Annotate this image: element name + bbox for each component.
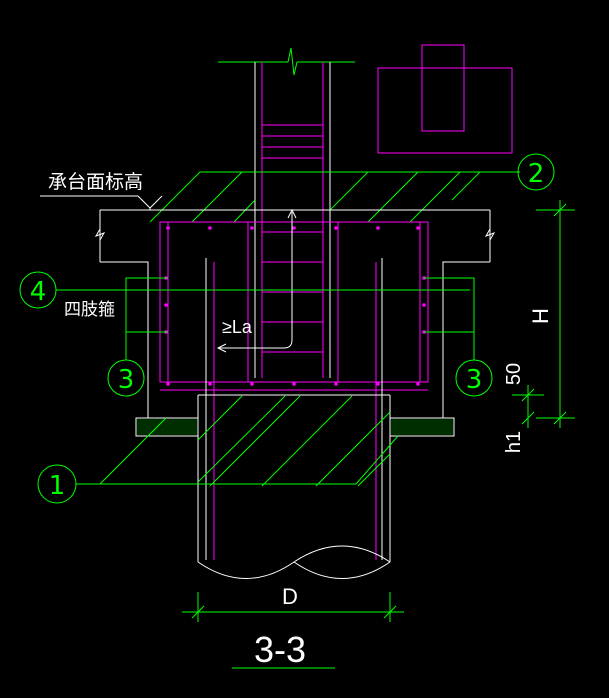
bubble-3-right-number: 3 bbox=[466, 365, 483, 395]
column-top-break bbox=[218, 47, 355, 76]
four-leg-stirrup-label: 四肢箍 bbox=[64, 300, 115, 319]
cap-top-line bbox=[94, 209, 496, 418]
ground-hatch bbox=[149, 171, 520, 223]
h1-label: h1 bbox=[503, 431, 525, 453]
offset-50-label: 50 bbox=[503, 363, 525, 385]
callout-bubble-3-left: 3 bbox=[107, 277, 168, 397]
section-title: 3-3 bbox=[232, 629, 335, 670]
dimension-H: H bbox=[528, 200, 575, 428]
column-outline bbox=[254, 62, 331, 378]
diameter-label: D bbox=[282, 584, 298, 609]
dimension-D: D bbox=[182, 584, 404, 622]
cap-rebar-cage bbox=[159, 221, 429, 391]
rebar-dots bbox=[164, 226, 426, 386]
pile-hatch bbox=[197, 395, 391, 487]
callout-bubble-1: 1 bbox=[37, 417, 399, 504]
pile bbox=[197, 394, 391, 579]
dimension-50-h1: 50 h1 bbox=[503, 363, 544, 453]
bubble-2-number: 2 bbox=[528, 159, 545, 189]
callout-bubble-2: 2 bbox=[517, 153, 555, 191]
anchorage-label: ≥La bbox=[222, 317, 253, 337]
bubble-3-left-number: 3 bbox=[118, 365, 135, 395]
bubble-4-number: 4 bbox=[30, 277, 47, 307]
bubble-1-number: 1 bbox=[49, 471, 66, 501]
callout-bubble-3-right: 3 bbox=[424, 277, 493, 397]
section-title-label: 3-3 bbox=[254, 629, 306, 670]
cap-top-elevation-label: 承台面标高 bbox=[48, 171, 143, 193]
pile-rebar bbox=[205, 208, 383, 560]
callout-bubble-4: 4 四肢箍 bbox=[19, 271, 470, 319]
plan-detail bbox=[377, 44, 513, 154]
height-label: H bbox=[528, 308, 553, 324]
lean-concrete-pads bbox=[135, 417, 455, 437]
cap-elevation-marker: 承台面标高 bbox=[40, 171, 163, 210]
